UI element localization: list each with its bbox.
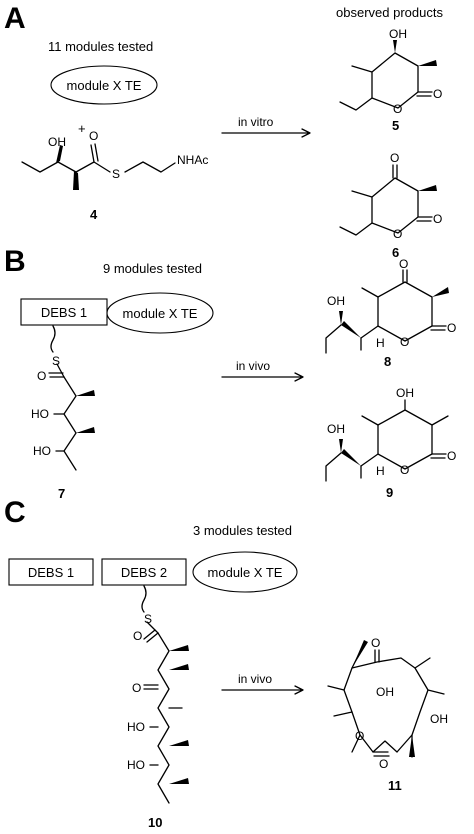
product-6-ketone-o: O [390, 151, 399, 165]
substrate-4-nhac: NHAc [177, 153, 208, 167]
debs2-box-c [101, 558, 187, 586]
product-5-oh: OH [389, 27, 407, 41]
product-9-oh: OH [327, 422, 345, 436]
product-9-carbonyl-o: O [447, 449, 456, 463]
product-5-carbonyl-o: O [433, 87, 442, 101]
debs1-box-c [8, 558, 94, 586]
module-x-te-label-a: module X TE [67, 78, 142, 93]
compound-number-7: 7 [58, 486, 65, 501]
product-6-carbonyl-o: O [433, 212, 442, 226]
product-5-structure: OH O O 5 [339, 27, 442, 133]
substrate-4-oh: OH [48, 135, 66, 149]
product-8-structure: O OH O O H 8 [325, 257, 456, 369]
product-11-ketone-o: O [371, 636, 380, 650]
module-x-te-label-b: module X TE [123, 306, 198, 321]
product-8-ketone-o: O [399, 257, 408, 271]
debs1-box-b [20, 298, 108, 326]
product-8-h: H [376, 336, 385, 350]
substrate-7-structure: S O HO HO 7 [31, 325, 95, 501]
compound-number-8: 8 [384, 354, 391, 369]
reaction-arrow-a [221, 128, 311, 138]
reaction-arrow-b [221, 372, 304, 382]
substrate-7-ho-1: HO [31, 407, 49, 421]
substrate-4-structure: OH O S NHAc 4 [21, 129, 208, 222]
product-6-ring-o: O [393, 227, 402, 241]
substrate-10-ho-2: HO [127, 758, 145, 772]
panel-c-caption: 3 modules tested [193, 523, 292, 538]
substrate-4-sulfur: S [112, 167, 120, 181]
product-11-structure: O OH OH O O 11 [327, 636, 448, 793]
module-x-te-ellipse-a [50, 65, 158, 105]
substrate-10-sulfur: S [144, 612, 152, 626]
product-11-oh-2: OH [430, 712, 448, 726]
debs1-label-b: DEBS 1 [41, 305, 87, 320]
panel-a: A 11 modules tested observed products mo… [4, 2, 443, 260]
substrate-7-ho-2: HO [33, 444, 51, 458]
substrate-7-carbonyl-o: O [37, 369, 46, 383]
panel-b-caption: 9 modules tested [103, 261, 202, 276]
compound-number-10: 10 [148, 815, 162, 830]
plus-sign: + [78, 121, 86, 136]
debs1-label-c: DEBS 1 [28, 565, 74, 580]
product-6-structure: O O O 6 [339, 151, 442, 260]
panel-letter-b: B [4, 245, 26, 278]
substrate-10-ketone-o: O [132, 681, 141, 695]
module-x-te-label-c: module X TE [208, 565, 283, 580]
compound-number-11: 11 [388, 778, 402, 793]
panel-letter-a: A [4, 2, 26, 35]
product-11-ring-o: O [355, 729, 364, 743]
compound-number-9: 9 [386, 485, 393, 500]
product-9-structure: OH OH O O H 9 [325, 386, 456, 500]
reaction-label-in-vivo-b: in vivo [236, 359, 270, 373]
reaction-arrow-c [221, 685, 304, 695]
substrate-4-carbonyl-o: O [89, 129, 98, 143]
reaction-label-in-vivo-c: in vivo [238, 672, 272, 686]
panel-letter-c: C [4, 496, 26, 529]
substrate-10-ho-1: HO [127, 720, 145, 734]
panel-a-caption: 11 modules tested [48, 39, 153, 54]
product-9-h: H [376, 464, 385, 478]
substrate-10-structure: S O O HO HO 10 [127, 585, 189, 830]
panel-c: C 3 modules tested DEBS 1 DEBS 2 module … [4, 496, 448, 830]
compound-number-6: 6 [392, 245, 399, 260]
substrate-7-sulfur: S [52, 354, 60, 368]
compound-number-4: 4 [90, 207, 98, 222]
product-5-ring-o: O [393, 102, 402, 116]
product-9-ring-o: O [400, 463, 409, 477]
reaction-label-in-vitro: in vitro [238, 115, 274, 129]
product-11-carbonyl-o: O [379, 757, 388, 771]
product-8-oh: OH [327, 294, 345, 308]
observed-products-header: observed products [336, 5, 443, 20]
compound-number-5: 5 [392, 118, 399, 133]
debs2-label-c: DEBS 2 [121, 565, 167, 580]
product-8-ring-o: O [400, 335, 409, 349]
product-11-oh-1: OH [376, 685, 394, 699]
substrate-10-carbonyl-o: O [133, 629, 142, 643]
product-8-carbonyl-o: O [447, 321, 456, 335]
module-x-te-ellipse-b [106, 292, 214, 334]
product-9-ring-oh: OH [396, 386, 414, 400]
panel-b: B 9 modules tested DEBS 1 module X TE S … [4, 245, 456, 501]
module-x-te-ellipse-c [192, 551, 298, 593]
